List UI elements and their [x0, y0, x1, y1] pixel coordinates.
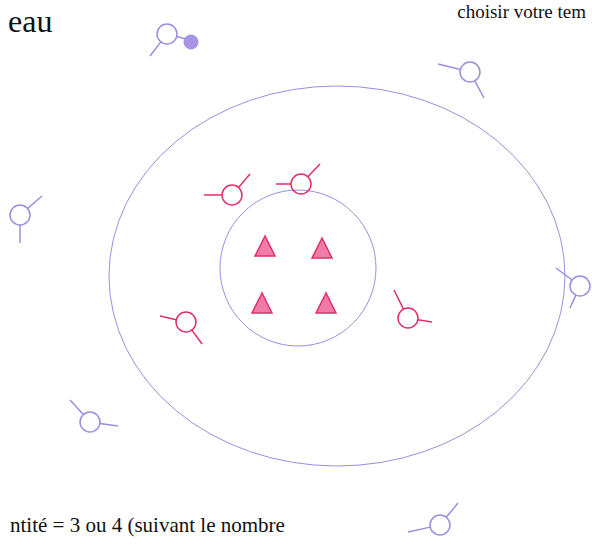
surfactant-molecule: [438, 62, 484, 98]
inner-circle: [220, 190, 376, 346]
surfactant-molecule: [70, 400, 118, 432]
note-text: ntité = 3 ou 4 (suivant le nombre: [10, 514, 285, 537]
surfactant-molecule: [276, 164, 320, 194]
filled-dot: [184, 35, 198, 49]
surfactant-molecule: [408, 503, 458, 535]
outer-circle: [109, 86, 565, 466]
heading-text: eau: [8, 4, 52, 39]
surfactant-molecule: [394, 290, 432, 328]
ion-triangles: [252, 236, 336, 313]
surfactant-molecule: [10, 196, 42, 243]
note-text: choisir votre tem: [457, 2, 586, 23]
inner-molecules: [160, 164, 432, 344]
surfactant-molecule: [160, 312, 202, 344]
surfactant-molecule: [204, 174, 250, 205]
outer-molecules: [10, 24, 590, 535]
surfactant-molecule: [556, 268, 590, 308]
